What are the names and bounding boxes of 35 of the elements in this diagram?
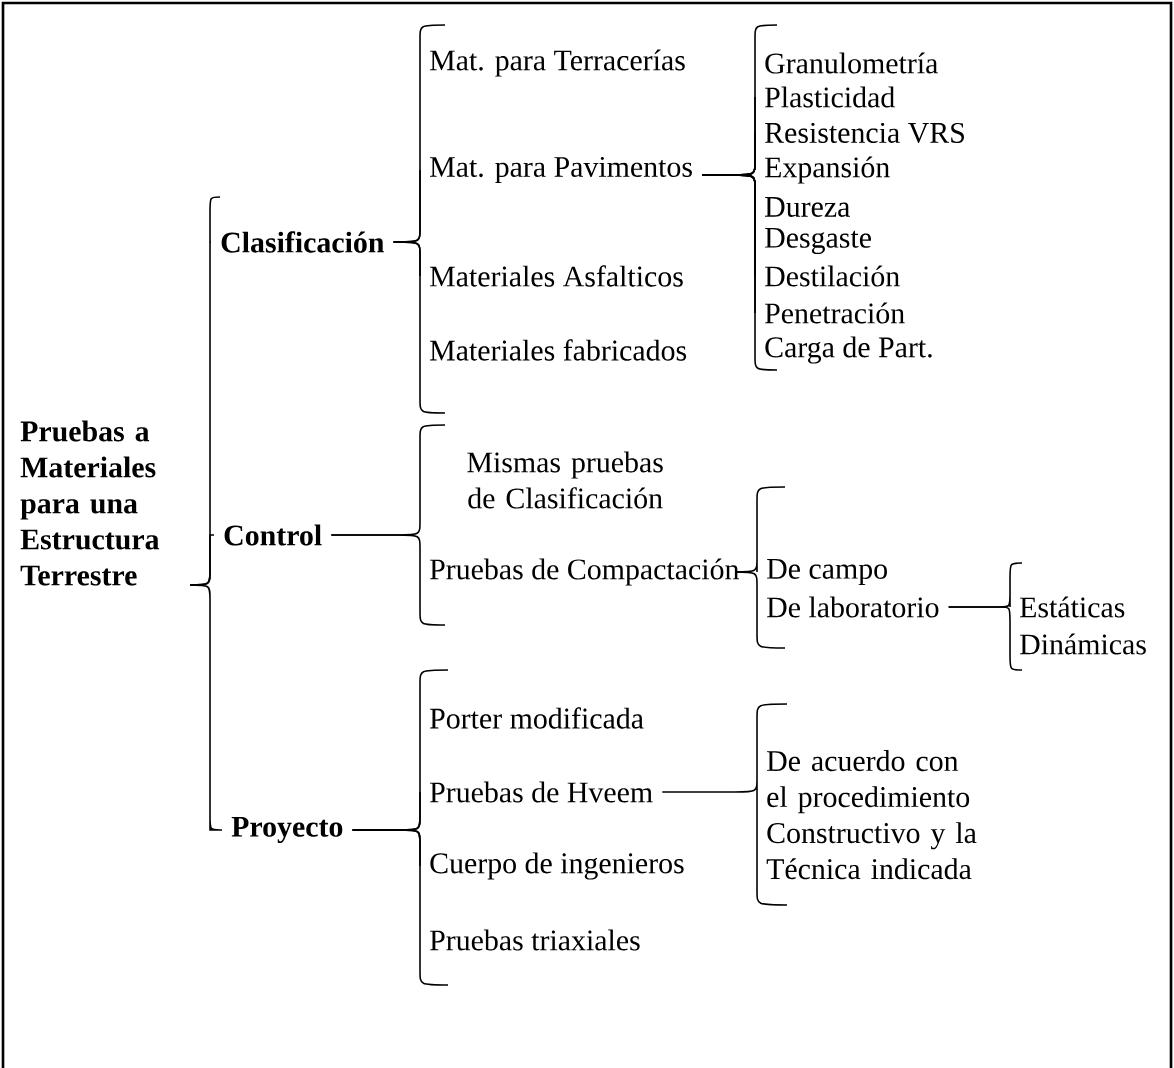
item-text: Expansión (765, 156, 890, 184)
curly-brace (351, 829, 449, 986)
heading-text: Pruebas a Materiales para una Estructura Terrestre (20, 420, 160, 586)
item-text: Materiales fabricados (430, 339, 687, 361)
item-text: Desgaste (765, 228, 871, 254)
heading-text: Proyecto (231, 817, 343, 843)
item-text: Resistencia VRS (765, 122, 964, 144)
item-text: Porter modificada (430, 707, 644, 729)
curly-brace (701, 174, 778, 371)
item-text: Pruebas de Hveem (430, 781, 653, 803)
item-text: De campo (767, 559, 887, 585)
item-text: Granulometría (765, 52, 938, 74)
item-text: Dureza (765, 197, 850, 217)
item-text: Penetración (765, 302, 905, 324)
curly-brace (947, 606, 1023, 671)
item-text: Cuerpo de ingenieros (430, 852, 684, 880)
item-text: De acuerdo con el procedimiento Constructivo y la Técnica indicada (766, 750, 977, 880)
item-text: Mat. para Pavimentos (430, 156, 692, 184)
item-text: De laboratorio (767, 596, 939, 618)
item-text: Plasticidad (765, 86, 895, 108)
item-text: Mismas pruebas de Clasificación (467, 451, 663, 509)
curly-brace (734, 571, 786, 649)
item-text: Estáticas (1020, 596, 1125, 618)
curly-brace (330, 534, 446, 626)
item-text: Materiales Asfalticos (430, 265, 683, 287)
item-text: Pruebas triaxiales (430, 929, 640, 951)
item-text: Pruebas de Compactación (430, 558, 739, 586)
item-text: Destilación (765, 265, 900, 287)
item-text: Mat. para Terracerías (430, 49, 685, 77)
item-text: Carga de Part. (765, 336, 932, 364)
heading-text: Clasificación (221, 231, 384, 253)
item-text: Dinámicas (1020, 633, 1146, 655)
curly-brace (661, 703, 788, 906)
curly-brace (392, 241, 446, 414)
heading-text: Control (224, 524, 322, 546)
